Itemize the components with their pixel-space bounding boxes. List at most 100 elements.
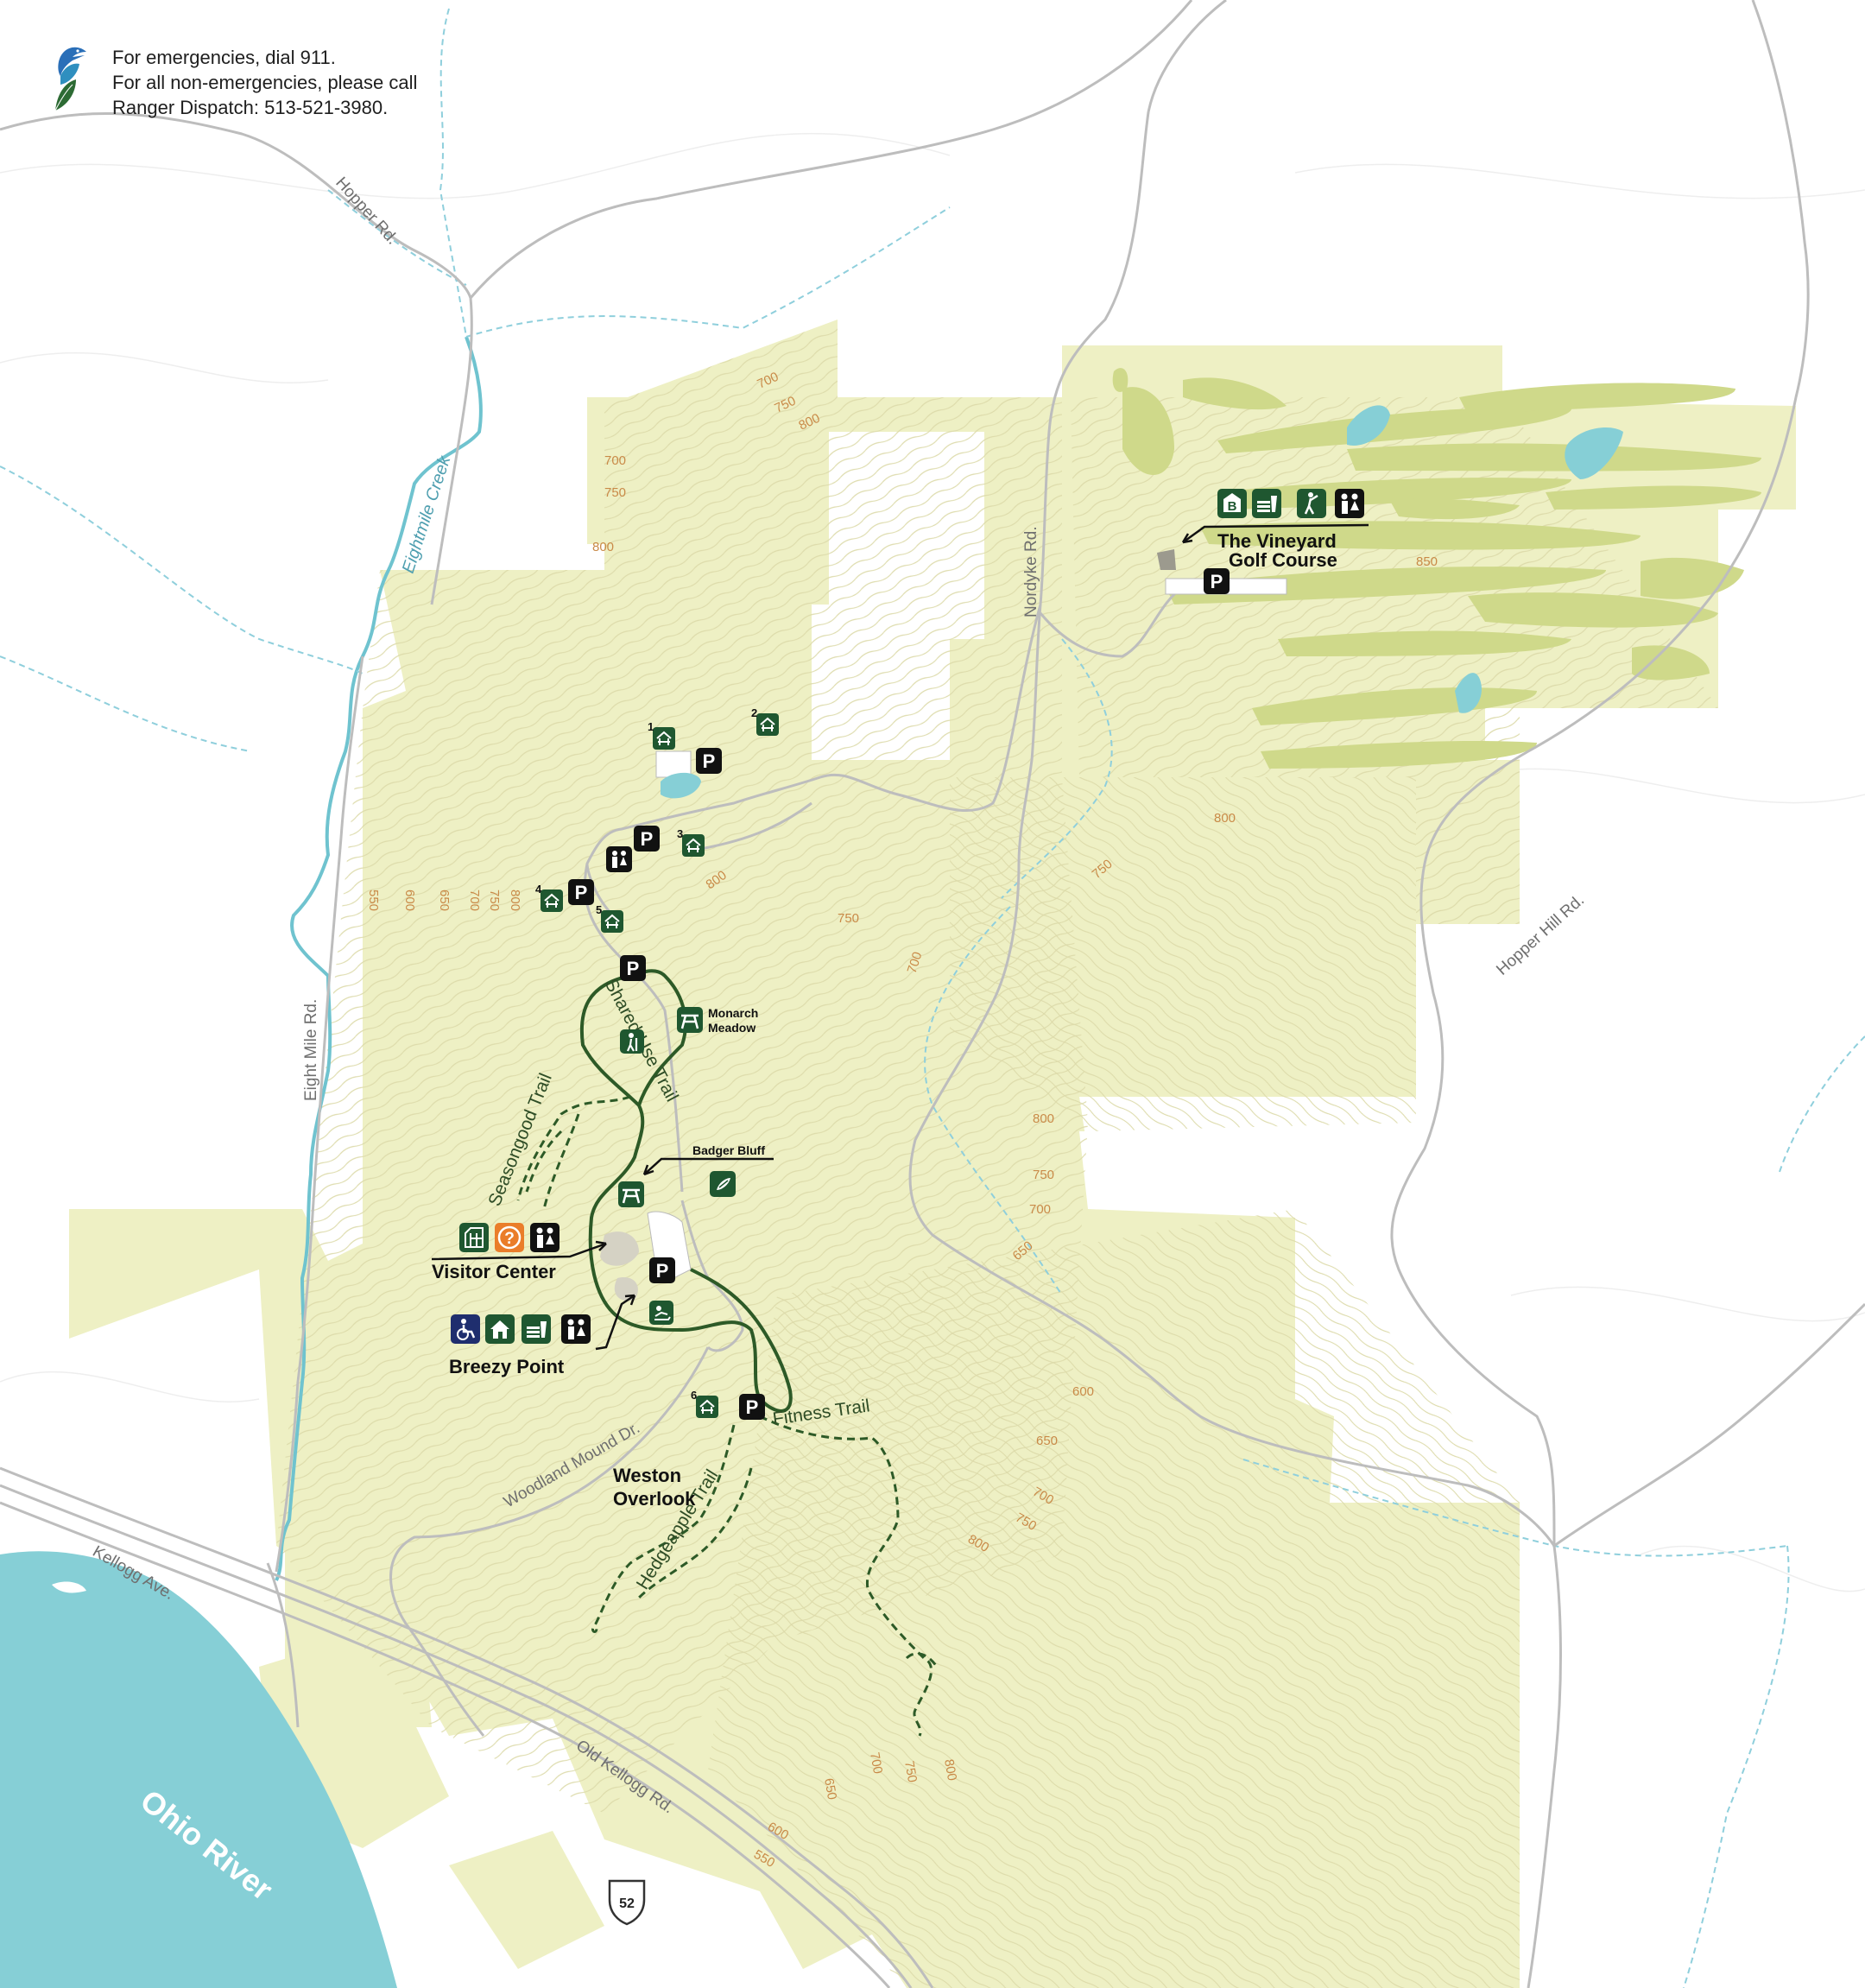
svg-text:2: 2 bbox=[751, 706, 757, 719]
golf-course-label-2: Golf Course bbox=[1229, 549, 1337, 571]
svg-text:650: 650 bbox=[1036, 1434, 1058, 1448]
restroom-icon bbox=[606, 846, 632, 872]
svg-text:750: 750 bbox=[604, 485, 626, 500]
disc-golf-icon bbox=[710, 1171, 736, 1197]
accessible-icon bbox=[451, 1314, 480, 1344]
picnic-table-icon bbox=[677, 1007, 703, 1033]
monarch-meadow-label-2: Meadow bbox=[708, 1021, 755, 1035]
breezy-point-icons bbox=[451, 1314, 551, 1344]
svg-text:P: P bbox=[641, 828, 654, 850]
notice-line-3: Ranger Dispatch: 513-521-3980. bbox=[112, 97, 389, 118]
svg-text:P: P bbox=[1211, 571, 1223, 592]
parking-icon: P bbox=[634, 826, 660, 852]
svg-text:700: 700 bbox=[867, 1751, 885, 1776]
route-52-shield: 52 bbox=[608, 1879, 646, 1926]
golf-course-label-1: The Vineyard bbox=[1217, 530, 1337, 552]
restroom-icon bbox=[530, 1223, 560, 1252]
svg-text:52: 52 bbox=[619, 1896, 635, 1911]
concessions-icon bbox=[522, 1314, 551, 1344]
background-contours bbox=[0, 132, 1865, 1592]
visitor-center-label: Visitor Center bbox=[432, 1261, 556, 1282]
golf-fairways bbox=[1112, 368, 1761, 769]
parking-icon: P bbox=[649, 1257, 675, 1283]
parking-icon: P bbox=[1204, 568, 1230, 594]
svg-text:850: 850 bbox=[1416, 554, 1438, 569]
svg-text:600: 600 bbox=[402, 890, 417, 911]
parking-icon: P bbox=[696, 748, 722, 774]
shelter-5-icon: 5 bbox=[596, 903, 623, 933]
svg-text:P: P bbox=[746, 1396, 759, 1418]
badger-bluff-label: Badger Bluff bbox=[692, 1143, 765, 1157]
sledding-icon bbox=[649, 1301, 673, 1325]
svg-text:P: P bbox=[656, 1260, 669, 1282]
lodge-icon bbox=[485, 1314, 515, 1344]
weston-overlook-label-2: Overlook bbox=[613, 1488, 696, 1510]
weston-overlook-label-1: Weston bbox=[613, 1465, 681, 1486]
bird-logo-icon bbox=[54, 47, 86, 111]
restroom-icons bbox=[530, 489, 1364, 1344]
picnic-table-icon bbox=[618, 1181, 644, 1207]
hiking-icon bbox=[620, 1029, 644, 1054]
svg-text:B: B bbox=[1228, 499, 1237, 514]
beverage-icon: B bbox=[1217, 489, 1247, 518]
shelter-6-icon: 6 bbox=[691, 1389, 718, 1418]
shelter-4-icon: 4 bbox=[535, 883, 563, 912]
emergency-notice: For emergencies, dial 911. For all non-e… bbox=[112, 45, 417, 120]
restroom-icon bbox=[1335, 489, 1364, 518]
place-labels: The Vineyard Golf Course Visitor Center … bbox=[432, 530, 1337, 1510]
shelter-1-icon: 1 bbox=[648, 720, 675, 750]
golf-ponds bbox=[1347, 405, 1623, 713]
golf-amenity-icons: B bbox=[1217, 489, 1326, 518]
eightmile-creek bbox=[275, 336, 483, 1581]
info-icon: ? bbox=[495, 1223, 524, 1252]
concessions-icon bbox=[1252, 489, 1281, 518]
svg-text:5: 5 bbox=[596, 903, 602, 916]
svg-text:P: P bbox=[703, 750, 716, 772]
ohio-river: Ohio River bbox=[0, 1551, 397, 1988]
svg-text:6: 6 bbox=[691, 1389, 697, 1402]
svg-text:800: 800 bbox=[941, 1758, 959, 1782]
svg-text:3: 3 bbox=[677, 827, 683, 840]
svg-text:800: 800 bbox=[508, 890, 522, 911]
park-pond bbox=[661, 772, 701, 799]
visitor-center-icons: ? bbox=[459, 1223, 524, 1252]
svg-text:600: 600 bbox=[1072, 1384, 1094, 1399]
svg-text:P: P bbox=[575, 882, 588, 903]
hopper-rd-label: Hopper Rd. bbox=[332, 174, 401, 248]
svg-text:700: 700 bbox=[604, 453, 626, 468]
svg-text:800: 800 bbox=[1214, 811, 1236, 826]
svg-text:P: P bbox=[627, 958, 640, 979]
parking-icon: P bbox=[620, 955, 646, 981]
notice-line-1: For emergencies, dial 911. bbox=[112, 47, 336, 68]
restroom-icon bbox=[561, 1314, 591, 1344]
svg-text:4: 4 bbox=[535, 883, 542, 896]
svg-text:750: 750 bbox=[838, 911, 859, 926]
svg-text:700: 700 bbox=[1029, 1202, 1051, 1217]
notice-line-2: For all non-emergencies, please call bbox=[112, 72, 418, 93]
svg-text:650: 650 bbox=[437, 890, 452, 911]
parking-icons: P P P P P P P bbox=[568, 568, 1230, 1420]
highway bbox=[0, 1466, 934, 1988]
park-amenity-icons bbox=[618, 1007, 736, 1325]
contour-labels: 700 750 800 700 750 800 550 600 650 700 … bbox=[366, 370, 1438, 1871]
breezy-point-label: Breezy Point bbox=[449, 1356, 565, 1377]
monarch-meadow-label-1: Monarch bbox=[708, 1006, 758, 1020]
svg-text:700: 700 bbox=[905, 950, 926, 975]
nordyke-rd-label: Nordyke Rd. bbox=[1022, 526, 1040, 617]
svg-text:800: 800 bbox=[592, 540, 614, 554]
svg-text:700: 700 bbox=[467, 890, 482, 911]
nature-center-icon bbox=[459, 1223, 489, 1252]
svg-text:750: 750 bbox=[1033, 1168, 1054, 1182]
eight-mile-rd-label: Eight Mile Rd. bbox=[302, 999, 320, 1101]
svg-text:750: 750 bbox=[487, 890, 502, 911]
shelter-3-icon: 3 bbox=[677, 827, 705, 857]
parking-icon: P bbox=[568, 879, 594, 905]
svg-text:550: 550 bbox=[366, 890, 381, 911]
svg-text:750: 750 bbox=[901, 1760, 920, 1784]
svg-text:1: 1 bbox=[648, 720, 654, 733]
streams bbox=[0, 8, 1865, 1988]
parking-icon: P bbox=[739, 1394, 765, 1420]
leader-lines bbox=[431, 523, 1369, 1351]
svg-text:?: ? bbox=[504, 1230, 515, 1248]
